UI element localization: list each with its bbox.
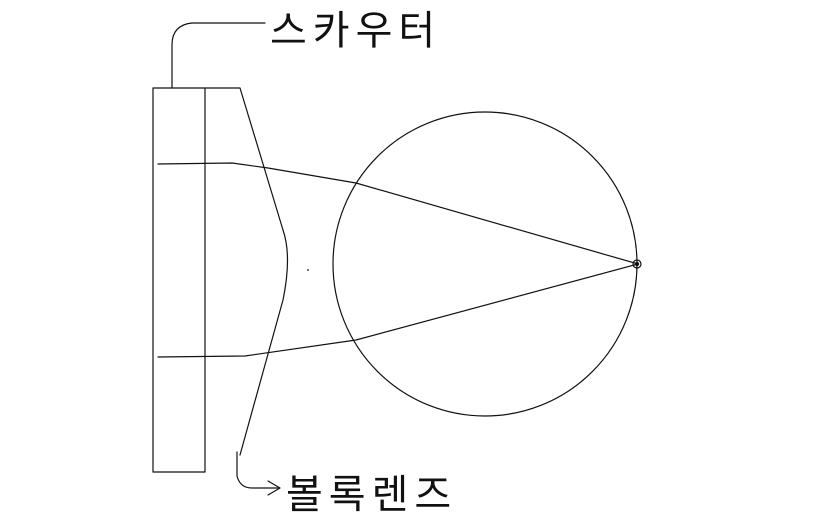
convex-lens (204, 87, 289, 456)
lens-leader-arrowhead (267, 480, 281, 496)
scouter-label: 스카우터 (270, 8, 441, 54)
lower-light-ray (157, 263, 639, 358)
lens-leader-line (236, 451, 279, 489)
scouter-leader-line (171, 22, 266, 89)
focal-point (632, 259, 642, 269)
lens-label: 볼록렌즈 (286, 472, 457, 518)
scouter-frame (152, 87, 206, 473)
focal-point-inner (634, 261, 640, 267)
upper-light-ray (157, 162, 639, 265)
eye-circle (332, 111, 638, 417)
lens-center-dot (307, 269, 309, 271)
